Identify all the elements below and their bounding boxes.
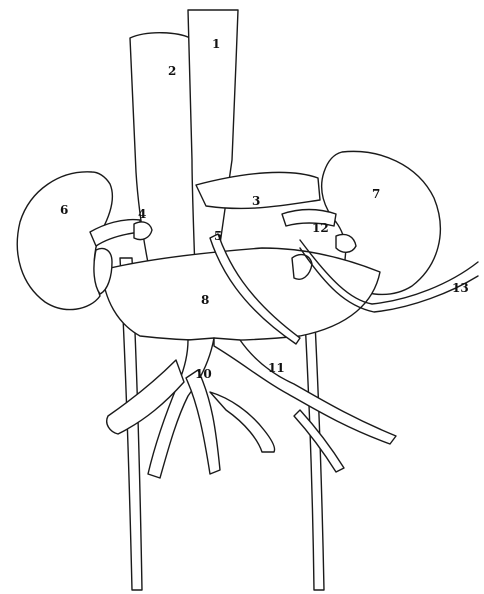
label-5: 5 [214,229,222,243]
label-11: 11 [268,361,285,375]
label-3: 3 [252,194,260,208]
iliac-branch-11 [210,392,275,452]
label-6: 6 [60,203,68,217]
label-12: 12 [312,221,329,235]
label-4: 4 [138,207,146,221]
label-1: 1 [212,37,220,51]
label-10: 10 [195,367,212,381]
iliac-branch-10 [186,370,220,474]
label-8: 8 [201,293,209,307]
label-13: 13 [452,281,469,295]
label-7: 7 [372,187,380,201]
label-2: 2 [168,64,176,78]
